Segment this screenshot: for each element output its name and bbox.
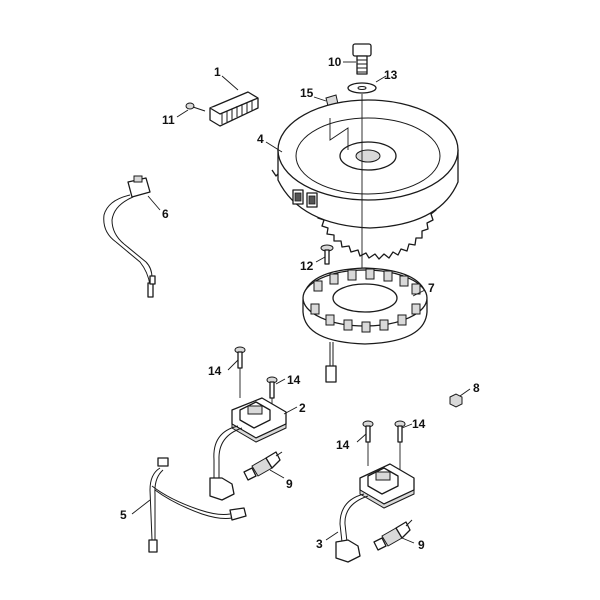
label-7: 7 xyxy=(428,281,435,295)
leader-14c xyxy=(356,433,367,443)
leader-14d xyxy=(401,423,413,429)
leader-14b xyxy=(275,378,286,385)
leader-1 xyxy=(221,75,239,91)
switch-harness xyxy=(103,175,156,298)
label-9a: 9 xyxy=(286,477,293,491)
ignition-coil-upper xyxy=(209,346,287,501)
nut xyxy=(449,393,463,408)
leader-13 xyxy=(375,75,387,83)
label-6: 6 xyxy=(162,207,169,221)
label-4: 4 xyxy=(257,132,264,146)
label-15: 15 xyxy=(300,86,314,100)
leader-7 xyxy=(412,289,426,297)
leader-9b xyxy=(401,537,415,544)
label-9b: 9 xyxy=(418,538,425,552)
label-14c: 14 xyxy=(336,438,350,452)
label-8: 8 xyxy=(473,381,480,395)
regulator-screw xyxy=(185,102,206,112)
flywheel-bolt xyxy=(352,43,372,75)
label-3: 3 xyxy=(316,537,323,551)
leader-11 xyxy=(176,109,189,118)
leader-3 xyxy=(325,531,339,541)
leader-8 xyxy=(459,388,471,397)
leader-5 xyxy=(131,499,151,515)
voltage-regulator xyxy=(209,91,259,127)
leader-6 xyxy=(147,195,161,211)
stator xyxy=(302,267,428,383)
leader-12 xyxy=(315,256,326,263)
label-14d: 14 xyxy=(412,417,426,431)
leader-2 xyxy=(283,406,298,415)
leader-9a xyxy=(269,469,285,479)
spark-plug-lower xyxy=(373,519,413,551)
label-14b: 14 xyxy=(287,373,301,387)
key-slot-line xyxy=(329,118,349,150)
coil-bolt-lower-b xyxy=(394,420,406,443)
ignition-coil-lower xyxy=(335,420,415,563)
label-1: 1 xyxy=(214,65,221,79)
label-11: 11 xyxy=(162,113,175,127)
label-12: 12 xyxy=(300,259,314,273)
kill-wire-harness xyxy=(148,457,247,553)
label-5: 5 xyxy=(120,508,127,522)
coil-bolt-upper-b xyxy=(266,376,278,399)
leader-4 xyxy=(265,141,283,153)
leader-15 xyxy=(313,96,327,102)
flywheel-washer xyxy=(347,82,377,94)
spark-plug-upper xyxy=(243,451,283,481)
label-10: 10 xyxy=(328,55,342,69)
label-2: 2 xyxy=(299,401,306,415)
leader-14a xyxy=(227,359,239,371)
flywheel xyxy=(271,99,459,260)
coil-bolt-lower-a xyxy=(362,420,374,443)
coil-bolt-upper-a xyxy=(234,346,246,369)
stator-screw xyxy=(320,244,334,265)
label-14a: 14 xyxy=(208,364,222,378)
label-13: 13 xyxy=(384,68,398,82)
